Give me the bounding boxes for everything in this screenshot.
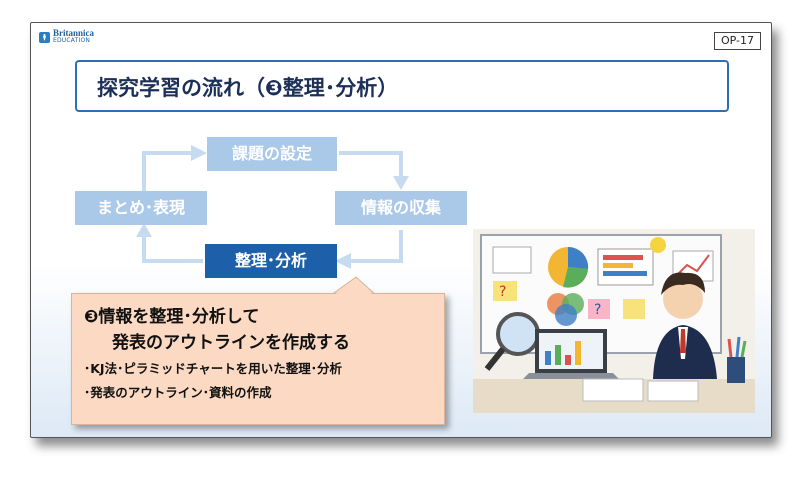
arrow-setting-to-collection (339, 151, 403, 178)
illustration-student-analyzing: ? ? (473, 229, 755, 413)
cycle-step-summary: まとめ･表現 (75, 191, 207, 225)
slide-code-badge: OP-17 (713, 32, 761, 50)
arrow-head-2 (393, 176, 409, 190)
title-box: 探究学習の流れ（❸整理･分析） (75, 60, 729, 112)
arrow-head-1 (191, 145, 207, 161)
page-title: 探究学習の流れ（❸整理･分析） (97, 76, 399, 100)
callout-bullet-2: ･発表のアウトライン･資料の作成 (84, 385, 272, 400)
callout-heading-line2: 発表のアウトラインを作成する (112, 333, 350, 353)
britannica-thistle-icon (39, 31, 50, 43)
arrow-summary-to-setting (142, 151, 193, 191)
arrow-collection-to-analysis (349, 230, 403, 263)
cycle-step-collection: 情報の収集 (335, 191, 467, 225)
logo-subtitle: EDUCATION (53, 37, 91, 44)
cycle-arrows (136, 145, 409, 269)
cycle-step-analysis-active: 整理･分析 (205, 244, 337, 278)
cycle-step-setting: 課題の設定 (207, 137, 337, 171)
britannica-logo: Britannica EDUCATION (39, 29, 94, 45)
magnifier-icon (496, 312, 540, 356)
slide: Britannica EDUCATION OP-17 探究学習の流れ（❸整理･分… (30, 22, 772, 438)
callout-box: ❸情報を整理･分析して 発表のアウトラインを作成する ･KJ法･ピラミッドチャー… (71, 293, 445, 425)
lightbulb-icon (650, 237, 666, 253)
callout-bullet-1: ･KJ法･ピラミッドチャートを用いた整理･分析 (84, 361, 342, 376)
logo-name: Britannica (53, 28, 95, 38)
arrow-head-3 (335, 253, 351, 269)
svg-text:?: ? (499, 284, 506, 300)
arrow-head-4 (136, 223, 152, 237)
arrow-analysis-to-summary (142, 235, 203, 263)
callout-heading-line1: ❸情報を整理･分析して (84, 307, 260, 327)
svg-text:?: ? (594, 302, 601, 318)
